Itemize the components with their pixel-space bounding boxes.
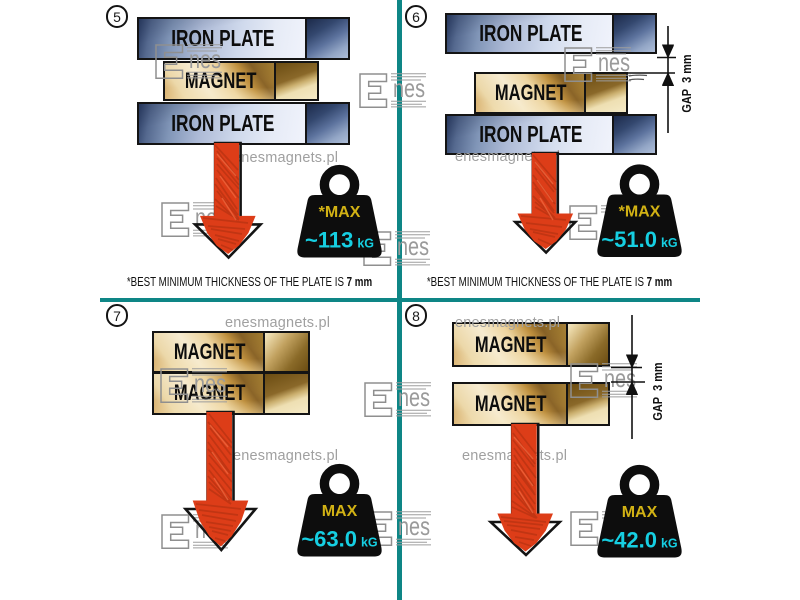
svg-text:MAX: MAX: [322, 503, 358, 520]
svg-text:*MAX: *MAX: [319, 204, 361, 221]
svg-text:*MAX: *MAX: [619, 204, 661, 221]
svg-text:MAX: MAX: [622, 504, 658, 521]
